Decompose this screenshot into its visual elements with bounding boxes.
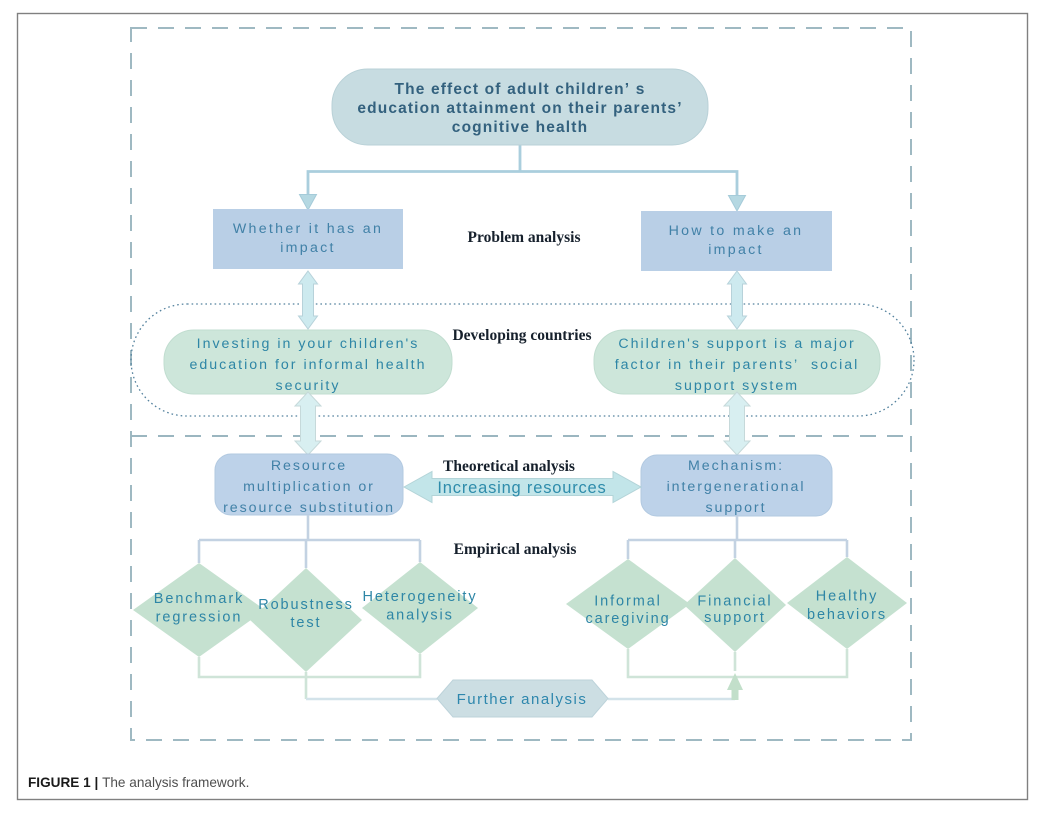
svg-text:Robustness: Robustness <box>258 597 354 613</box>
svg-text:education for informal health: education for informal health <box>189 357 426 373</box>
svg-text:Healthy: Healthy <box>816 589 878 605</box>
svg-text:security: security <box>276 378 341 394</box>
svg-text:How to make an: How to make an <box>669 223 804 239</box>
svg-text:Empirical analysis: Empirical analysis <box>454 541 577 558</box>
svg-text:Children's support is a major: Children's support is a major <box>618 336 855 352</box>
svg-text:cognitive health: cognitive health <box>452 119 588 136</box>
svg-text:test: test <box>291 615 322 631</box>
svg-text:resource substitution: resource substitution <box>223 500 395 516</box>
svg-text:Problem analysis: Problem analysis <box>468 229 581 246</box>
svg-text:impact: impact <box>708 242 764 258</box>
svg-text:intergenerational: intergenerational <box>667 479 806 495</box>
svg-text:Financial: Financial <box>697 594 772 610</box>
svg-text:support: support <box>706 500 767 516</box>
svg-text:education attainment on their: education attainment on their parents’ <box>357 100 682 117</box>
svg-text:Informal: Informal <box>594 594 662 610</box>
svg-text:The effect of adult children’: The effect of adult children’ s <box>395 81 646 98</box>
svg-text:Increasing resources: Increasing resources <box>437 479 606 497</box>
svg-text:support: support <box>704 610 766 626</box>
svg-text:Mechanism:: Mechanism: <box>688 458 784 474</box>
svg-text:multiplication or: multiplication or <box>243 479 375 495</box>
svg-text:Further analysis: Further analysis <box>457 691 588 708</box>
svg-text:Theoretical analysis: Theoretical analysis <box>443 458 575 475</box>
svg-text:Investing in your children's: Investing in your children's <box>197 336 420 352</box>
svg-text:factor in their parents’ soci: factor in their parents’ social <box>615 357 860 373</box>
svg-text:analysis: analysis <box>386 608 454 624</box>
svg-text:Benchmark: Benchmark <box>154 591 244 607</box>
svg-text:behaviors: behaviors <box>807 607 887 623</box>
svg-text:caregiving: caregiving <box>585 611 670 627</box>
svg-text:impact: impact <box>280 240 336 256</box>
svg-text:regression: regression <box>156 610 243 626</box>
svg-text:support system: support system <box>675 378 799 394</box>
svg-text:Whether it has an: Whether it has an <box>233 221 383 237</box>
svg-text:Developing countries: Developing countries <box>452 327 591 344</box>
svg-text:FIGURE 1 | The analysis framew: FIGURE 1 | The analysis framework. <box>28 775 249 790</box>
svg-text:Heterogeneity: Heterogeneity <box>363 589 478 605</box>
svg-text:Resource: Resource <box>271 458 347 474</box>
